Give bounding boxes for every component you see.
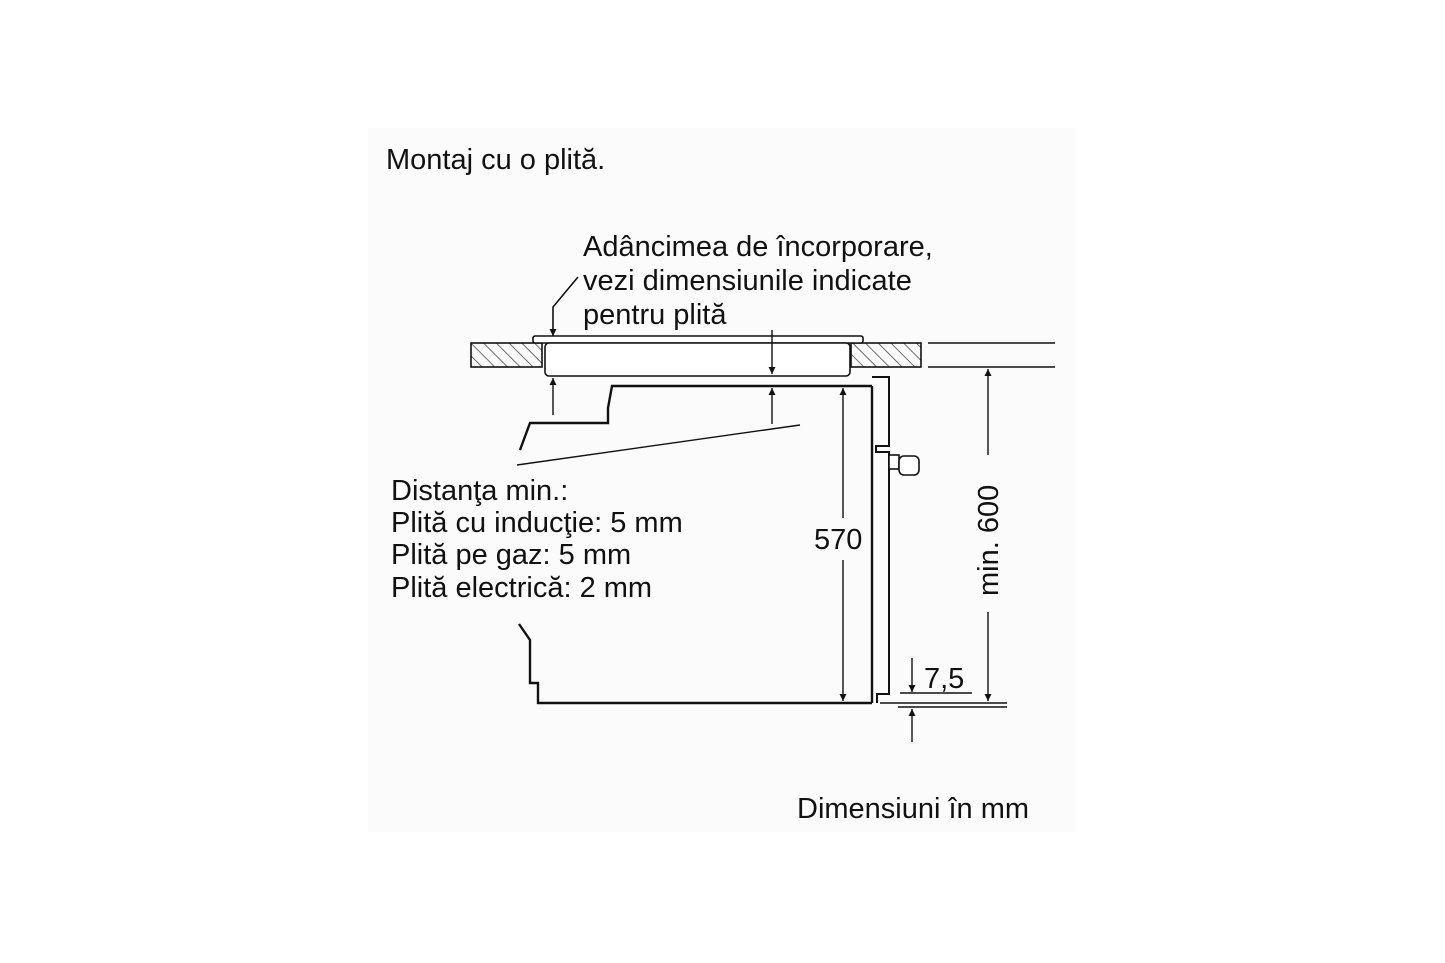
hob xyxy=(532,335,864,377)
diagram-panel xyxy=(368,128,1076,832)
depth-note-line-1: Adâncimea de încorporare, xyxy=(583,231,933,263)
depth-leader-arrow xyxy=(549,276,579,336)
distance-note-line-2: Plită cu inducţie: 5 mm xyxy=(391,507,683,539)
distance-note-line-3: Plită pe gaz: 5 mm xyxy=(391,539,631,571)
dim-570-label: 570 xyxy=(814,524,862,556)
depth-note-line-2: vezi dimensiunile indicate xyxy=(583,265,912,297)
oven xyxy=(516,376,920,705)
worktop-right xyxy=(850,342,922,368)
depth-note-line-3: pentru plită xyxy=(583,299,727,331)
worktop-left xyxy=(470,342,543,368)
diagram-title: Montaj cu o plită. xyxy=(386,144,605,176)
dim-600-label: min. 600 xyxy=(973,485,1005,596)
dim-7-5-label: 7,5 xyxy=(924,663,964,695)
distance-note-line-4: Plită electrică: 2 mm xyxy=(391,572,652,604)
distance-note-line-1: Distanţa min.: xyxy=(391,475,568,507)
units-note: Dimensiuni în mm xyxy=(797,793,1029,825)
